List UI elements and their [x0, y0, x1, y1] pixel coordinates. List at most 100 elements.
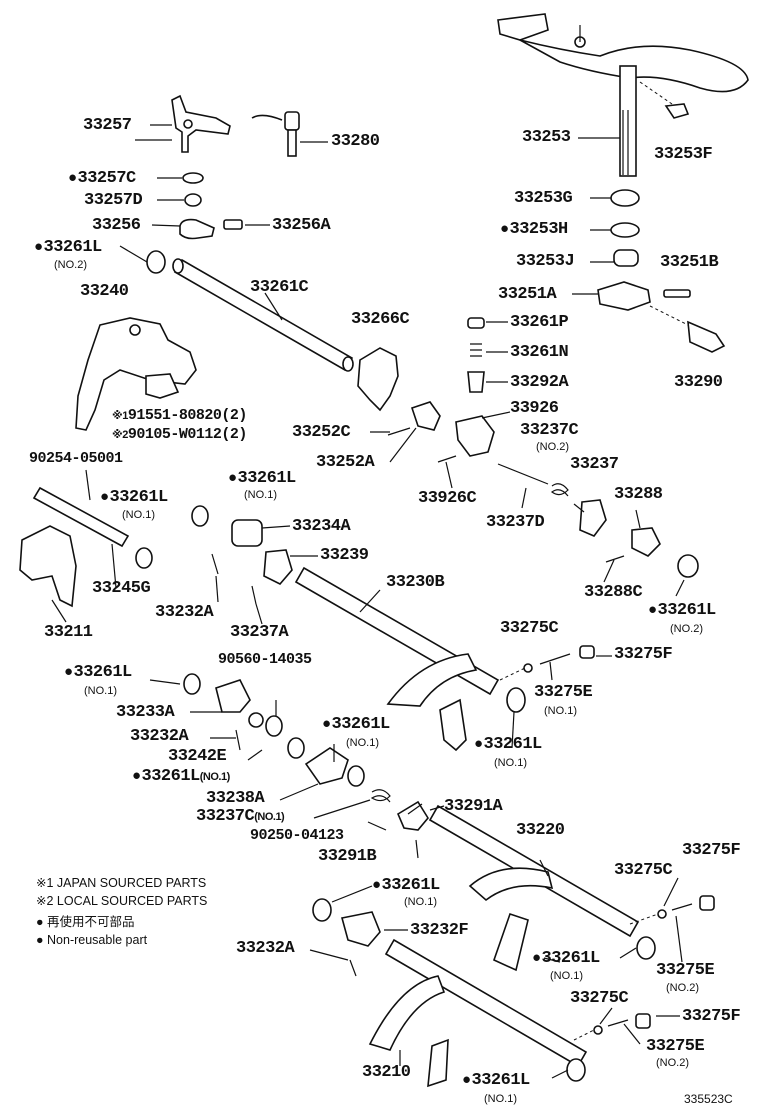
sub-33261L-c: (NO.1): [122, 509, 155, 521]
non-reusable-mark: ●: [132, 768, 141, 785]
non-reusable-mark: ●: [532, 950, 541, 967]
shift-fork-33210: [368, 938, 588, 1088]
shift-head-33211: [19, 525, 77, 608]
label-33261L-g: ●33261L(NO.1): [132, 768, 230, 785]
label-33261L-b: ●33261L: [228, 470, 296, 487]
non-reusable-mark: ●: [68, 170, 77, 187]
label-33245G: 33245G: [92, 579, 151, 598]
label-33261N: 33261N: [510, 343, 569, 362]
shift-lever-33253: [497, 13, 749, 177]
non-reusable-mark: ●: [34, 239, 43, 256]
label-33275F-b: 33275F: [682, 841, 741, 860]
label-91551: ※191551-80820(2): [112, 408, 247, 423]
label-33257: 33257: [83, 116, 132, 135]
label-text: 33261L: [483, 735, 543, 754]
label-33291A: 33291A: [444, 797, 503, 816]
label-33261L-j: ●33261L: [532, 950, 600, 967]
label-33275C-b: 33275C: [614, 861, 673, 880]
label-text: 33261L: [657, 601, 717, 620]
label-33237A: 33237A: [230, 623, 289, 642]
label-33261L-a: ●33261L: [34, 239, 102, 256]
sub-33261L-d: (NO.2): [670, 623, 703, 635]
label-33261L-d: ●33261L: [648, 602, 716, 619]
label-33220: 33220: [516, 821, 565, 840]
label-33253F: 33253F: [654, 145, 713, 164]
label-33253H: ●33253H: [500, 221, 568, 238]
label-text: 33261L: [541, 949, 601, 968]
label-33275E-c: 33275E: [646, 1037, 705, 1056]
non-reusable-mark: ●: [648, 602, 657, 619]
legend-nonreuse-en: ● Non-reusable part: [36, 933, 148, 947]
label-33926C: 33926C: [418, 489, 477, 508]
label-33233A: 33233A: [116, 703, 175, 722]
non-reusable-mark: ●: [372, 877, 381, 894]
label-33261L-f: ●33261L: [64, 664, 132, 681]
bolt-33290: [687, 320, 726, 353]
label-33275E-b: 33275E: [656, 961, 715, 980]
label-33261P: 33261P: [510, 313, 569, 332]
non-reusable-mark: ●: [100, 489, 109, 506]
label-33290: 33290: [674, 373, 723, 392]
sub-33261L-i: (NO.1): [404, 896, 437, 908]
label-33238A: 33238A: [206, 789, 265, 808]
shift-head-33266C: [357, 347, 399, 412]
label-text: 33261L: [381, 876, 441, 895]
label-33237: 33237: [570, 455, 619, 474]
illustration-code: 335523C: [684, 1092, 733, 1106]
sub-33261L-b: (NO.1): [244, 489, 277, 501]
label-33261L-e: ●33261L: [474, 736, 542, 753]
shift-fork-33230B: [294, 566, 500, 752]
label-33234A: 33234A: [292, 517, 351, 536]
label-33275C-c: 33275C: [570, 989, 629, 1008]
label-33230B: 33230B: [386, 573, 445, 592]
label-33242E: 33242E: [168, 747, 227, 766]
sub-33261L-k: (NO.1): [484, 1093, 517, 1105]
sub-33261L-g: (NO.1): [199, 771, 231, 783]
label-33240: 33240: [80, 282, 129, 301]
label-33237C-a: 33237C: [520, 421, 579, 440]
non-reusable-mark: ●: [462, 1072, 471, 1089]
label-33252C: 33252C: [292, 423, 351, 442]
label-text: 33261L: [109, 488, 169, 507]
sub-33275E-a: (NO.1): [544, 705, 577, 717]
sub-33275E-c: (NO.2): [656, 1057, 689, 1069]
sub-33237C-a: (NO.2): [536, 441, 569, 453]
label-33232F: 33232F: [410, 921, 469, 940]
label-33291B: 33291B: [318, 847, 377, 866]
note-mark-1: ※1: [112, 410, 128, 422]
label-text: 33261L: [237, 469, 297, 488]
label-33275F-c: 33275F: [682, 1007, 741, 1026]
label-33256A: 33256A: [272, 216, 331, 235]
label-text: 90105-W0112(2): [127, 426, 248, 443]
bracket-33240: [75, 317, 197, 431]
lever-33251A: [597, 281, 651, 311]
label-90560: 90560-14035: [218, 651, 312, 668]
sub-33261L-a: (NO.2): [54, 259, 87, 271]
legend-local: ※2 LOCAL SOURCED PARTS: [36, 894, 208, 908]
non-reusable-mark: ●: [500, 221, 509, 238]
label-33288: 33288: [614, 485, 663, 504]
label-text: 33237C: [196, 807, 255, 826]
bolt-33280: [251, 111, 328, 157]
label-text: 33261L: [73, 663, 133, 682]
sub-33261L-e: (NO.1): [494, 757, 527, 769]
non-reusable-mark: ●: [322, 716, 331, 733]
sub-33237C-b: (NO.1): [254, 811, 285, 823]
label-text: 33257C: [77, 169, 137, 188]
label-33232A-b: 33232A: [130, 727, 189, 746]
label-33288C: 33288C: [584, 583, 643, 602]
label-33926: 33926: [510, 399, 559, 418]
non-reusable-mark: ●: [474, 736, 483, 753]
label-33232A-c: 33232A: [236, 939, 295, 958]
label-33253J: 33253J: [516, 252, 575, 271]
label-text: 91551-80820(2): [127, 407, 248, 424]
label-33211: 33211: [44, 623, 93, 642]
label-33266C: 33266C: [351, 310, 410, 329]
label-90254: 90254-05001: [29, 450, 123, 467]
label-33257D: 33257D: [84, 191, 143, 210]
label-33261C: 33261C: [250, 278, 309, 297]
label-33275C-a: 33275C: [500, 619, 559, 638]
label-33261L-h: ●33261L: [322, 716, 390, 733]
label-33275F-a: 33275F: [614, 645, 673, 664]
